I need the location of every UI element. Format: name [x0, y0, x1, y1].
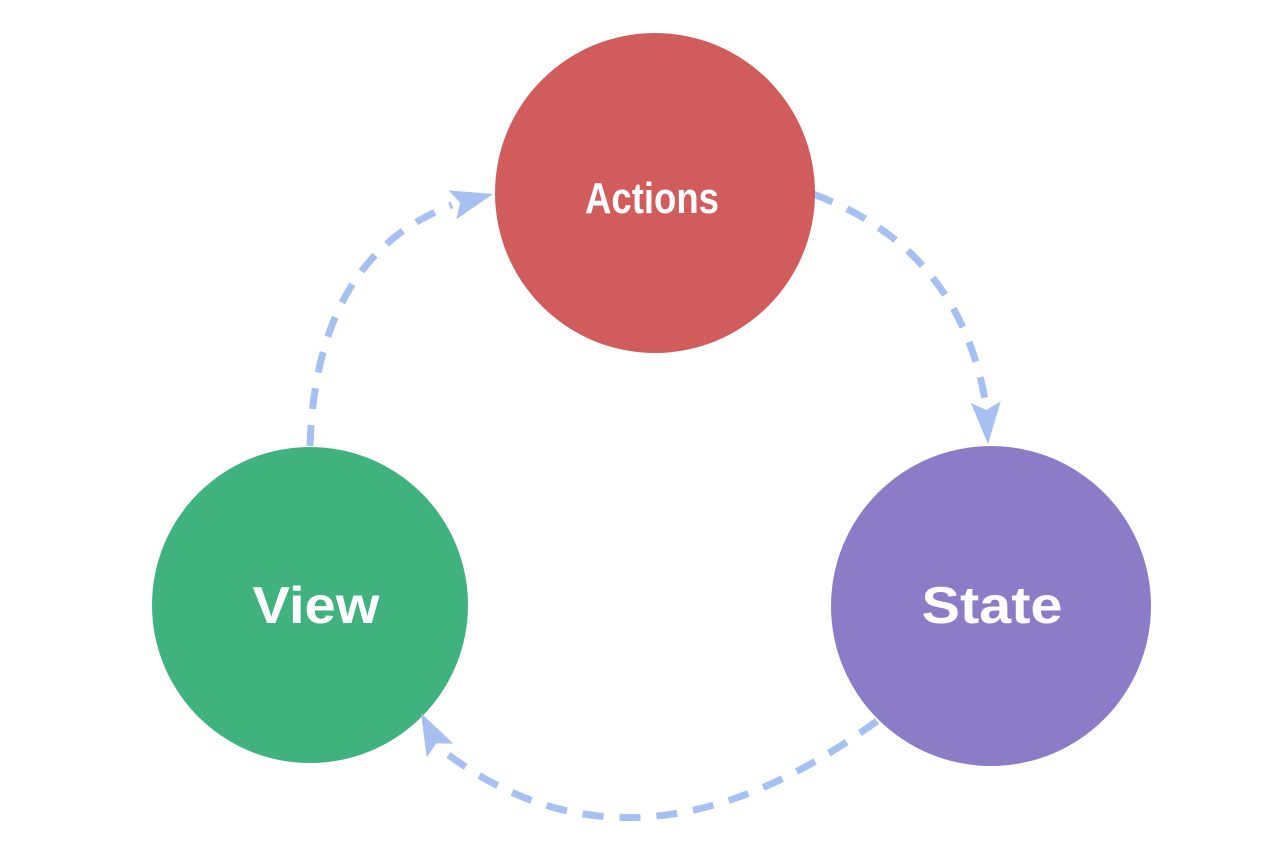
edge-actions-to-state	[811, 190, 989, 401]
view-circle	[152, 447, 468, 763]
state-node: State	[831, 446, 1151, 766]
edge-view-to-actions-path	[306, 201, 454, 447]
actions-circle	[495, 33, 815, 353]
view-node: View	[152, 447, 468, 763]
edge-state-to-view	[435, 718, 880, 821]
actions-label: Actions	[585, 174, 719, 223]
edge-state-to-view-path	[435, 718, 880, 821]
arrowhead-into-view-icon	[421, 713, 454, 758]
actions-node: Actions	[495, 33, 815, 353]
state-circle	[831, 446, 1151, 766]
state-label: State	[922, 577, 1063, 635]
arrowhead-into-state-icon	[970, 401, 1001, 444]
arrowhead-into-actions-icon	[448, 190, 493, 220]
view-label: View	[253, 577, 381, 635]
edge-view-to-actions	[306, 201, 454, 447]
edge-actions-to-state-path	[811, 190, 989, 401]
